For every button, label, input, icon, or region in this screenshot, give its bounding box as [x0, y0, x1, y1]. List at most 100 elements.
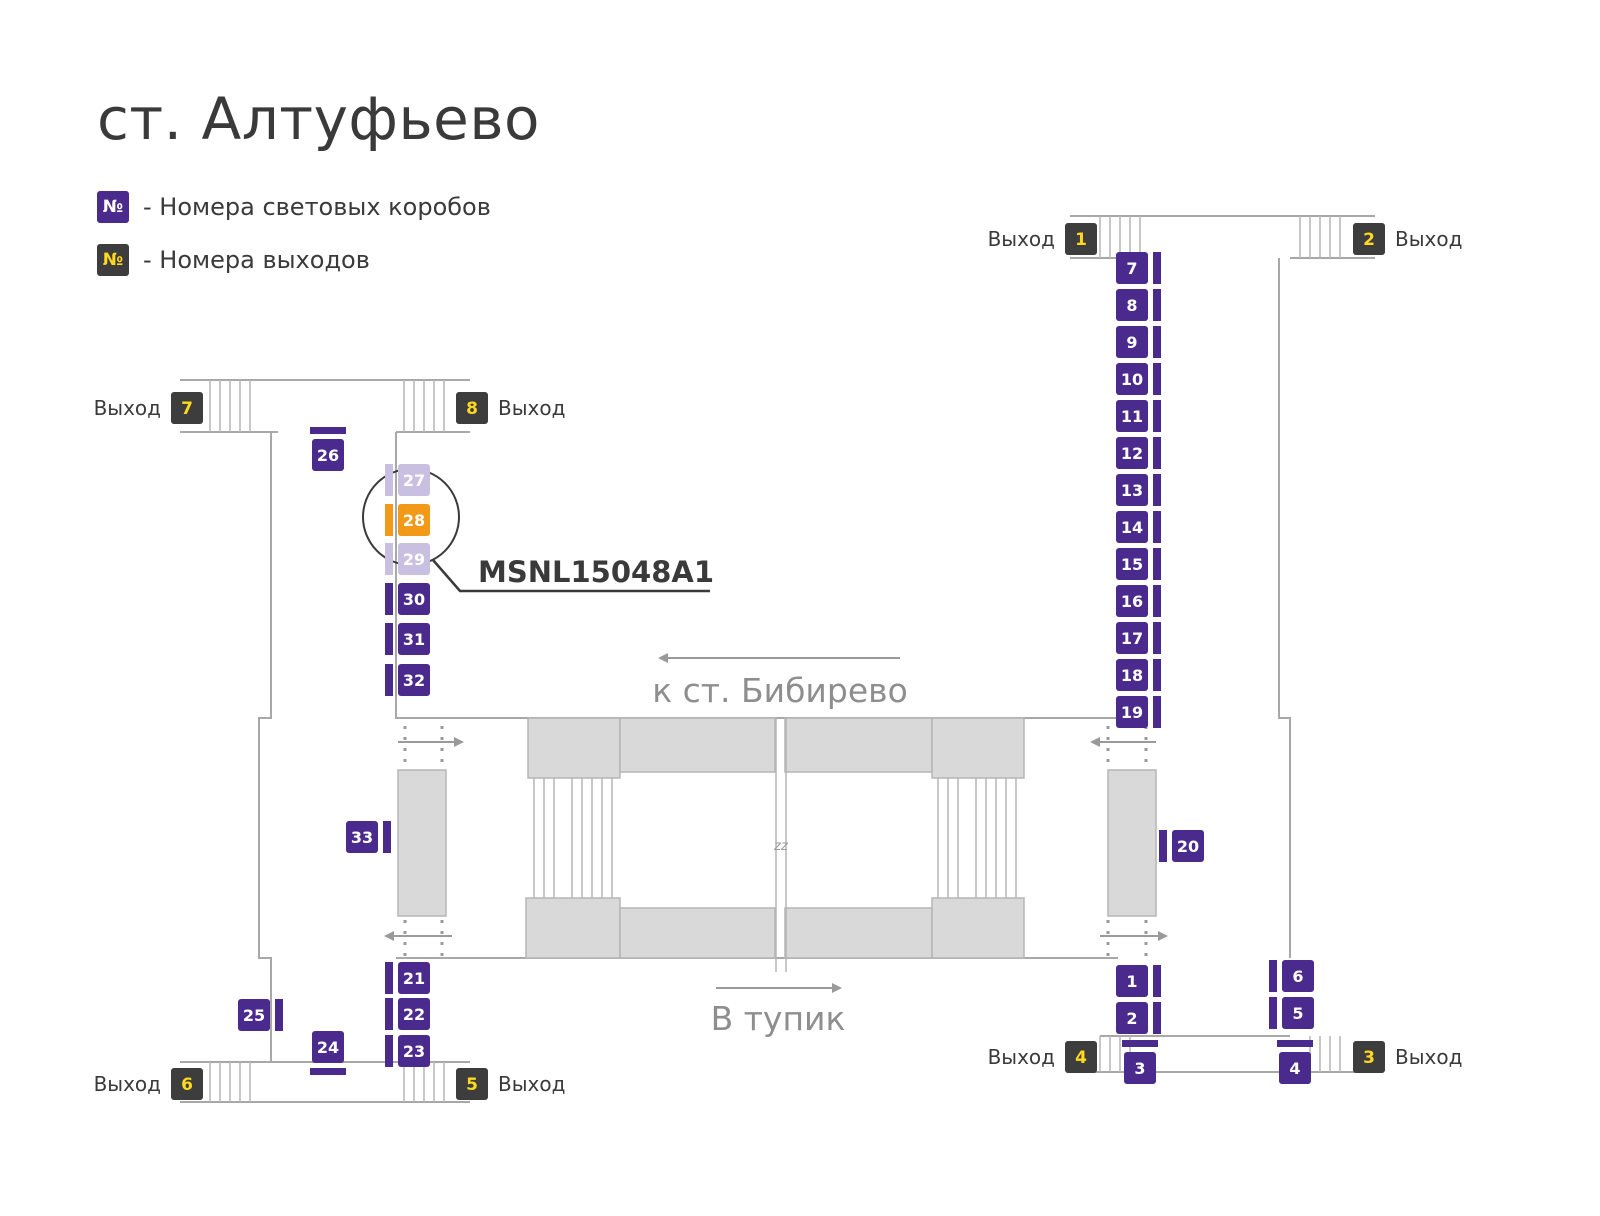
- lightbox-8: 8: [1116, 289, 1161, 321]
- lightbox-bar: [1269, 960, 1277, 992]
- lightbox-bar: [1153, 437, 1161, 469]
- lightbox-badge: [312, 1031, 344, 1063]
- lightbox-number: 12: [1121, 444, 1143, 463]
- lightbox-bar: [1153, 622, 1161, 654]
- lightbox-number: 1: [1126, 972, 1137, 991]
- escalator-left: [533, 778, 613, 898]
- lightbox-bar: [310, 427, 346, 434]
- lightbox-number: 28: [403, 511, 425, 530]
- stairs-exit-1: [1099, 216, 1141, 258]
- lightbox-badge: [1116, 252, 1148, 284]
- lightbox-number: 11: [1121, 407, 1143, 426]
- exit-badge: [171, 1068, 203, 1100]
- platform-block: [527, 717, 621, 779]
- escalator-lines: [533, 778, 1017, 898]
- lightbox-number: 4: [1289, 1059, 1300, 1078]
- lightbox-3: 3: [1122, 1040, 1158, 1084]
- stairs-exit-4: [1099, 1036, 1131, 1072]
- lightbox-badge: [398, 998, 430, 1030]
- lightbox-badge: [1116, 696, 1148, 728]
- direction-label-bottom: В тупик: [711, 999, 846, 1038]
- highlight-code-label: MSNL15048A1: [478, 555, 714, 589]
- lightbox-2: 2: [1116, 1002, 1161, 1034]
- exit-badge: [1353, 1041, 1385, 1073]
- page-title: ст. Алтуфьево: [97, 85, 541, 153]
- stair-block-right: [1107, 769, 1157, 917]
- lightbox-15: 15: [1116, 548, 1161, 580]
- lightbox-badge: [1116, 548, 1148, 580]
- lightbox-number: 24: [317, 1038, 339, 1057]
- platform-block: [784, 717, 933, 773]
- lightbox-bar: [1153, 400, 1161, 432]
- stairs-exit-8: [403, 380, 445, 432]
- exit-number: 4: [1075, 1048, 1087, 1068]
- lightbox-badge: [1116, 965, 1148, 997]
- exit-badge: [1065, 223, 1097, 255]
- lightbox-number: 20: [1177, 837, 1199, 856]
- lightbox-badge: [398, 504, 430, 536]
- lightbox-16: 16: [1116, 585, 1161, 617]
- lightbox-number: 25: [243, 1006, 265, 1025]
- lightbox-number: 15: [1121, 555, 1143, 574]
- lightbox-number: 29: [403, 550, 425, 569]
- exit-badge: [1353, 223, 1385, 255]
- stair-hatching: [209, 216, 1341, 1102]
- lightbox-bar: [1159, 830, 1167, 862]
- lightbox-badge: [1116, 437, 1148, 469]
- lightbox-bar: [310, 1068, 346, 1075]
- lightbox-12: 12: [1116, 437, 1161, 469]
- stairs-exit-5: [403, 1062, 445, 1102]
- exit-badge: [1065, 1041, 1097, 1073]
- lightbox-25: 25: [238, 999, 283, 1031]
- lightbox-18: 18: [1116, 659, 1161, 691]
- lightbox-bar: [1153, 474, 1161, 506]
- exit-number: 2: [1363, 230, 1375, 250]
- lightbox-badge: [238, 999, 270, 1031]
- lightbox-badge: [398, 1035, 430, 1067]
- exit-6: 6 Выход: [94, 1068, 203, 1100]
- platform-block: [619, 907, 776, 959]
- exit-number: 6: [181, 1075, 193, 1095]
- platform-block: [525, 897, 621, 959]
- lightbox-10: 10: [1116, 363, 1161, 395]
- exit-label: Выход: [94, 1072, 161, 1096]
- exit-badge: [171, 392, 203, 424]
- lightbox-23: 23: [385, 1035, 430, 1067]
- lightbox-badge: [1279, 1052, 1311, 1084]
- lightbox-28: 28: [385, 504, 430, 536]
- lightbox-number: 6: [1292, 967, 1303, 986]
- lightbox-badge: [398, 464, 430, 496]
- lightbox-bar: [1153, 326, 1161, 358]
- lightbox-21: 21: [385, 962, 430, 994]
- lightbox-bar: [1153, 965, 1161, 997]
- platform-block: [931, 717, 1025, 779]
- exit-label: Выход: [94, 396, 161, 420]
- lightbox-badge: [1116, 474, 1148, 506]
- lightbox-bar: [385, 1035, 393, 1067]
- exit-badge: [456, 392, 488, 424]
- lightbox-13: 13: [1116, 474, 1161, 506]
- lightbox-badge: [1116, 363, 1148, 395]
- lightbox-badge: [1116, 511, 1148, 543]
- lightbox-27: 27: [385, 464, 430, 496]
- escalator-right: [937, 778, 1017, 898]
- platform-block: [784, 907, 933, 959]
- platform-divider: [775, 718, 787, 972]
- lightbox-number: 30: [403, 590, 425, 609]
- lightbox-badge: [1116, 1002, 1148, 1034]
- zz-mark: zz: [773, 839, 789, 854]
- lightbox-5: 5: [1269, 997, 1314, 1029]
- exit-badge: [456, 1068, 488, 1100]
- lightbox-11: 11: [1116, 400, 1161, 432]
- exit-number: 5: [466, 1075, 478, 1095]
- callout-line: [432, 559, 710, 593]
- lightbox-bar: [1153, 548, 1161, 580]
- lightbox-14: 14: [1116, 511, 1161, 543]
- lightbox-number: 2: [1126, 1009, 1137, 1028]
